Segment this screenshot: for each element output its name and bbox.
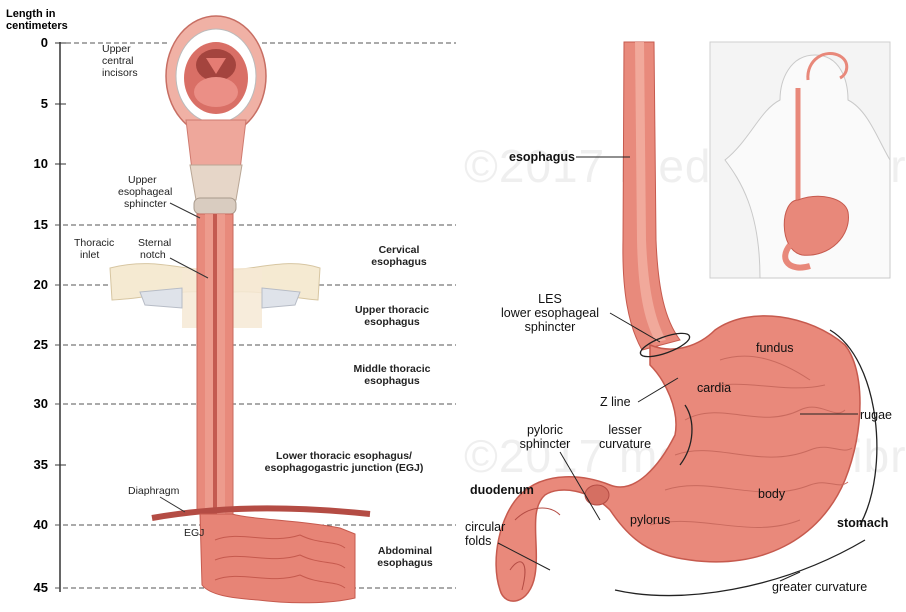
esophagus-tube xyxy=(197,214,233,514)
svg-text:inlet: inlet xyxy=(80,249,99,261)
tick-label: 30 xyxy=(34,396,48,411)
svg-text:esophagus: esophagus xyxy=(364,316,420,328)
lesser-curvature-label: lesser curvature xyxy=(599,423,651,451)
svg-text:Upper thoracic: Upper thoracic xyxy=(355,304,429,316)
tick-label: 40 xyxy=(34,517,48,532)
svg-text:circular: circular xyxy=(465,520,505,534)
tick-label: 45 xyxy=(34,580,48,595)
diaphragm-band xyxy=(152,508,370,518)
tick-label: 15 xyxy=(34,217,48,232)
stomach-label: stomach xyxy=(837,516,888,530)
tick-25: 25 xyxy=(34,337,456,352)
tick-5: 5 xyxy=(41,96,66,111)
svg-text:esophagus: esophagus xyxy=(509,150,575,164)
svg-text:lower esophageal: lower esophageal xyxy=(501,306,599,320)
segment-lower-thoracic: Lower thoracic esophagus/ esophagogastri… xyxy=(265,450,424,474)
pylorus-label: pylorus xyxy=(630,513,670,527)
svg-text:notch: notch xyxy=(140,249,166,261)
fundus-label: fundus xyxy=(756,341,794,355)
svg-text:pyloric: pyloric xyxy=(527,423,563,437)
svg-text:Lower thoracic esophagus/: Lower thoracic esophagus/ xyxy=(276,450,412,462)
svg-text:sphincter: sphincter xyxy=(525,320,576,334)
svg-text:esophageal: esophageal xyxy=(118,186,172,198)
svg-text:incisors: incisors xyxy=(102,67,138,79)
svg-text:Z line: Z line xyxy=(600,395,631,409)
tick-label: 20 xyxy=(34,277,48,292)
svg-text:curvature: curvature xyxy=(599,437,651,451)
axis-title-line2: centimeters xyxy=(6,20,68,32)
right-panel: ©2017 medicalartlibrary ©2017 medicalart… xyxy=(460,0,906,612)
incisors-label: Upper central incisors xyxy=(102,43,138,79)
svg-text:Abdominal: Abdominal xyxy=(378,545,432,557)
body-label: body xyxy=(758,487,786,501)
axis-title-line1: Length in xyxy=(6,8,56,20)
tick-label: 35 xyxy=(34,457,48,472)
tick-label: 25 xyxy=(34,337,48,352)
svg-text:esophagus: esophagus xyxy=(377,557,433,569)
segment-upper-thoracic: Upper thoracic esophagus xyxy=(355,304,429,328)
pharynx-illustration xyxy=(186,120,246,214)
diaphragm-label: Diaphragm xyxy=(128,485,185,512)
svg-text:Cervical: Cervical xyxy=(379,244,420,256)
segment-middle-thoracic: Middle thoracic esophagus xyxy=(353,363,430,387)
svg-text:EGJ: EGJ xyxy=(184,527,204,539)
tick-35: 35 xyxy=(34,457,66,472)
esophagus-tube-right xyxy=(623,42,680,350)
svg-text:sphincter: sphincter xyxy=(124,198,167,210)
svg-text:Sternal: Sternal xyxy=(138,237,171,249)
svg-text:lesser: lesser xyxy=(608,423,641,437)
svg-text:Thoracic: Thoracic xyxy=(74,237,114,249)
svg-text:greater curvature: greater curvature xyxy=(772,580,867,594)
ues-label: Upper esophageal sphincter xyxy=(118,174,200,218)
svg-text:esophagogastric junction (EGJ): esophagogastric junction (EGJ) xyxy=(265,462,424,474)
svg-text:folds: folds xyxy=(465,534,491,548)
svg-text:LES: LES xyxy=(538,292,562,306)
tick-label: 5 xyxy=(41,96,48,111)
egj-label: EGJ xyxy=(184,527,204,539)
abdominal-segment xyxy=(200,514,355,603)
cardia-label: cardia xyxy=(697,381,731,395)
duodenum-label: duodenum xyxy=(470,483,534,497)
svg-text:esophagus: esophagus xyxy=(364,375,420,387)
svg-text:rugae: rugae xyxy=(860,408,892,422)
thoracic-inlet-label: Thoracic inlet xyxy=(74,237,114,261)
tick-15: 15 xyxy=(34,217,456,232)
tick-30: 30 xyxy=(34,396,456,411)
inset-torso-image xyxy=(710,42,890,278)
segment-cervical: Cervical esophagus xyxy=(371,244,427,268)
svg-text:sphincter: sphincter xyxy=(520,437,571,451)
left-panel: Length in centimeters 0 5 10 15 20 25 30… xyxy=(0,0,470,612)
svg-text:Upper: Upper xyxy=(102,43,131,55)
segment-abdominal: Abdominal esophagus xyxy=(377,545,433,569)
svg-text:Diaphragm: Diaphragm xyxy=(128,485,180,497)
svg-text:esophagus: esophagus xyxy=(371,256,427,268)
mouth-illustration xyxy=(166,16,266,136)
svg-text:central: central xyxy=(102,55,134,67)
tick-label: 0 xyxy=(41,35,48,50)
svg-text:Middle thoracic: Middle thoracic xyxy=(353,363,430,375)
tick-10: 10 xyxy=(34,156,66,171)
svg-text:Upper: Upper xyxy=(128,174,157,186)
tick-label: 10 xyxy=(34,156,48,171)
